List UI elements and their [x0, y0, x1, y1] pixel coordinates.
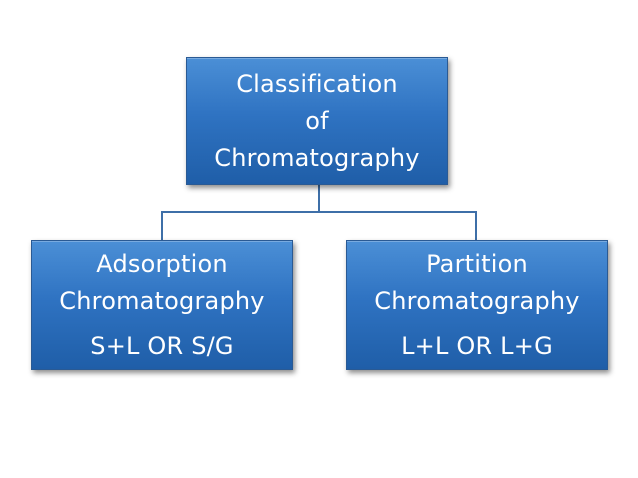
root-node: Classification of Chromatography	[186, 57, 448, 185]
child-right-line-3: L+L OR L+G	[401, 331, 553, 360]
child-left-line-3: S+L OR S/G	[90, 331, 234, 360]
root-line-2: of	[305, 106, 329, 135]
connector-horizontal	[161, 211, 477, 213]
root-line-1: Classification	[236, 69, 398, 98]
child-node-partition: Partition Chromatography L+L OR L+G	[346, 240, 608, 370]
root-line-3: Chromatography	[214, 143, 420, 172]
connector-right-down	[475, 211, 477, 240]
child-right-line-1: Partition	[426, 249, 528, 278]
connector-left-down	[161, 211, 163, 240]
child-left-line-1: Adsorption	[96, 249, 228, 278]
child-right-line-2: Chromatography	[374, 286, 580, 315]
child-left-line-2: Chromatography	[59, 286, 265, 315]
child-node-adsorption: Adsorption Chromatography S+L OR S/G	[31, 240, 293, 370]
connector-root-down	[318, 185, 320, 212]
